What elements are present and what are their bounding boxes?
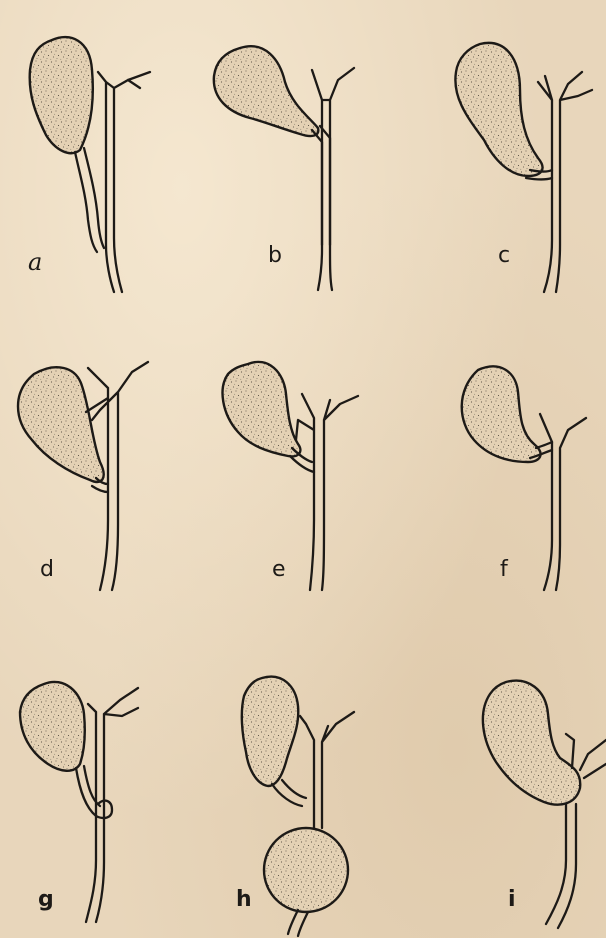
panel-label-f: f (500, 557, 509, 582)
hepatic-duct-b (312, 68, 354, 290)
gallbladder-e (223, 362, 301, 456)
panel-label-g: g (38, 887, 54, 912)
hepatic-duct-h (300, 712, 354, 828)
panel-c: c (455, 43, 592, 292)
gallbladder-b (214, 46, 318, 136)
hepatic-duct-f (540, 414, 586, 590)
cystic-duct-a (75, 148, 104, 252)
hepatic-duct-c (538, 72, 592, 292)
panel-h: h (236, 677, 354, 936)
panel-label-h: h (236, 887, 252, 912)
gallbladder-d (18, 367, 104, 482)
cystic-duct-h (272, 780, 306, 806)
choledochal-cyst-h (264, 828, 348, 912)
panel-label-e: e (272, 557, 286, 582)
gallbladder-c (455, 43, 542, 176)
hepatic-duct-e (296, 394, 358, 590)
panel-label-b: b (268, 243, 282, 268)
gallbladder-g (20, 682, 85, 771)
panel-e: e (223, 362, 358, 590)
common-duct-h (288, 910, 308, 936)
panel-label-i: i (508, 887, 516, 912)
panel-label-c: c (498, 243, 510, 268)
cystic-duct-g (76, 766, 112, 818)
panel-i: i (483, 681, 606, 928)
panel-d: d (18, 362, 148, 590)
panel-b: b (214, 46, 354, 290)
gallbladder-h (242, 677, 298, 786)
gallbladder-a (30, 37, 93, 153)
hepatic-duct-a (98, 72, 150, 292)
panel-a: a (28, 37, 150, 292)
gallbladder-i (483, 681, 580, 805)
panel-g: g (20, 682, 138, 922)
panel-label-d: d (40, 557, 54, 582)
panel-label-a: a (28, 248, 42, 276)
panel-f: f (462, 366, 586, 590)
gallbladder-f (462, 366, 541, 462)
